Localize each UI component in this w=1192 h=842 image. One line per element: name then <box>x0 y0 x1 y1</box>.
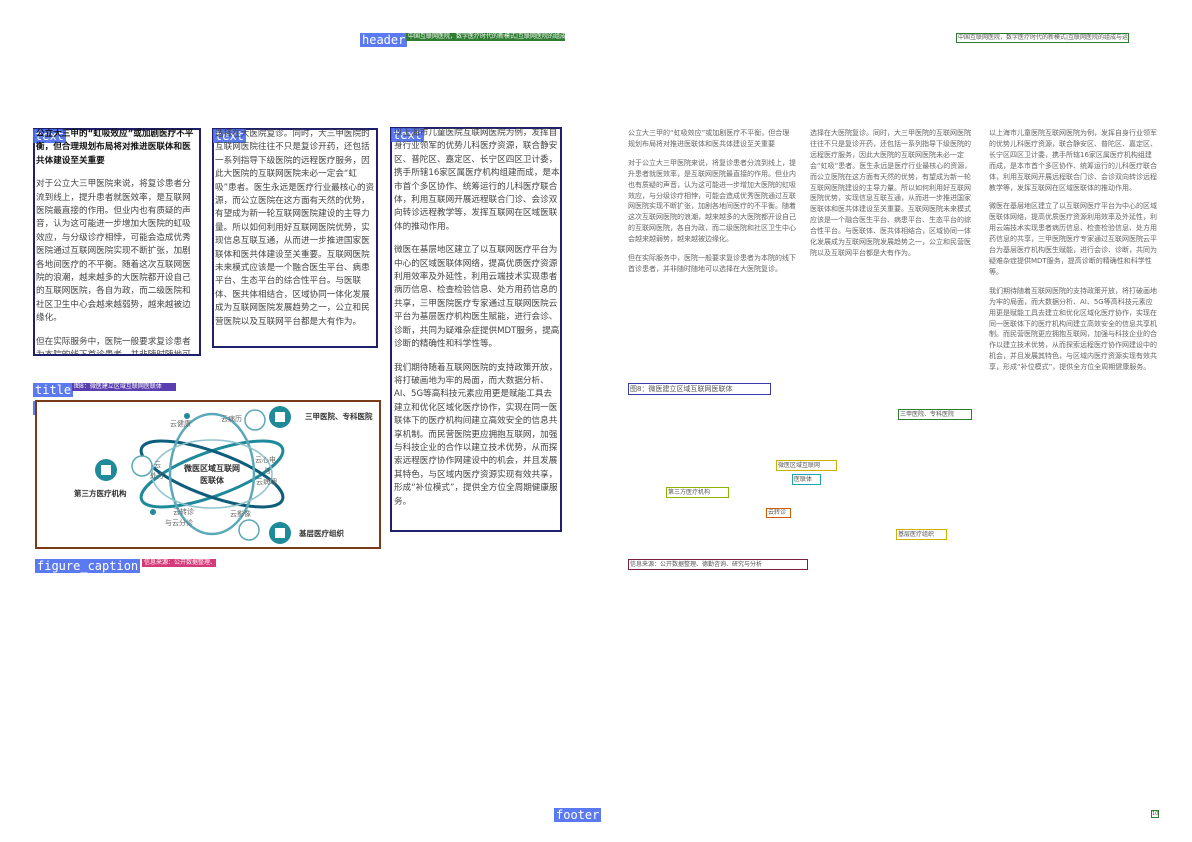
node-label-yunzhuanzhen-2: 与云分诊 <box>165 518 193 527</box>
left-column-text: 公立大三甲的“虹吸效应”或加剧医疗不平衡，但合理规划布局将对推进医联体和医共体建… <box>36 128 198 354</box>
ocr-right-column: 以上海市儿童医院互联网医院为例，发挥自身行业领军的优势儿科医疗资源，联合静安区、… <box>989 128 1157 538</box>
ocr-fig-center-1: 微医区域互联网 <box>776 460 837 471</box>
text-tag-middle: text <box>213 129 246 143</box>
left-column-box <box>33 128 201 356</box>
ocr-fig-center-2: 医联体 <box>792 474 821 485</box>
right-column-text: 以上海市儿童医院互联网医院为例，发挥自身行业领军的优势儿科医疗资源，联合静安区、… <box>394 127 560 530</box>
figure-title-text: 图8：微医建立区域互联网医联体 <box>72 383 176 391</box>
header-tag: header <box>360 33 408 47</box>
middle-paragraph-1: 选择在大医院复诊。同时，大三甲医院的互联网医院往往不只是复诊开药，还包括一系列指… <box>215 129 375 327</box>
text-tag-left: text <box>33 129 66 143</box>
node-label-yunjiankang: 云健康 <box>170 419 191 428</box>
figure-caption-tag: figure_caption <box>35 559 141 573</box>
ocr-left-column: 公立大三甲的“虹吸效应”或加剧医疗不平衡，但合理规划布局将对推进医联体和医共体建… <box>628 128 796 356</box>
node-label-yunbingli: 云病历 <box>221 414 242 423</box>
page-number: 10 <box>1151 810 1159 818</box>
left-paragraph-1: 对于公立大三甲医院来说，将复诊患者分流到线上，提升患者就医效率，是互联网医院最直… <box>36 179 191 324</box>
ocr-fig-top-right-org: 三甲医院、专科医院 <box>898 409 972 420</box>
node-label-yunzhuanzhen-1: 云转诊 <box>173 507 194 516</box>
orbit-ring-3 <box>168 412 256 536</box>
ocr-figure-source: 信息来源：公开数据整理、德勤咨询、研究与分析 <box>628 559 808 570</box>
ocr-fig-bottom-right-org: 基层医疗组织 <box>896 529 947 540</box>
ocr-fig-left-org: 第三方医疗机构 <box>666 487 729 498</box>
figure-caption-text: 信息来源：公开数据整理、德勤咨询、研究与分析 <box>142 559 216 567</box>
ocr-figure-title: 图8：微医建立区域互联网医联体 <box>628 383 771 395</box>
third-party-icon-glyph <box>101 465 111 475</box>
orbit-ring-4 <box>151 439 273 509</box>
node-circle-left <box>131 455 153 477</box>
right-paragraph-2: 微医在基层地区建立了以互联网医疗平台为中心的区域医联体网络，提高优质医疗资源利用… <box>394 245 560 350</box>
left-paragraph-2: 但在实际服务中，医院一般要求复诊患者为本院的线下首诊患者，并非随时随地可以选择在… <box>36 336 191 354</box>
title-tag: title <box>33 383 74 397</box>
clinic-icon-glyph <box>275 528 285 538</box>
ocr-left-paragraph-2: 但在实际服务中，医院一般要求复诊患者为本院的线下首诊患者，并非随时随地可以选择在… <box>628 254 796 273</box>
ocr-middle-column: 选择在大医院复诊。同时，大三甲医院的互联网医院往往不只是复诊开药，还包括一系列指… <box>810 128 976 346</box>
center-label-1: 微医区域互联网 <box>183 463 240 473</box>
node-label-yunhuizhen-1: 云心电 <box>255 455 276 464</box>
node-label-yunhuizhen-3: 云病理 <box>256 477 277 486</box>
hospital-icon-glyph <box>275 412 285 422</box>
middle-column-text: 选择在大医院复诊。同时，大三甲医院的互联网医院往往不只是复诊开药，还包括一系列指… <box>215 128 376 346</box>
node-circle-bottom <box>238 519 260 541</box>
node-label-yunhuizhen-2: 与 <box>264 467 271 475</box>
center-label-2: 医联体 <box>200 475 225 485</box>
ocr-right-paragraph-1: 以上海市儿童医院互联网医院为例，发挥自身行业领军的优势儿科医疗资源，联合静安区、… <box>989 129 1157 192</box>
orbit-ring-1 <box>139 439 285 509</box>
node-label-yunchufang-1: 云 <box>154 461 161 469</box>
left-heading: 公立大三甲的“虹吸效应”或加剧医疗不平衡，但合理规划布局将对推进医联体和医共体建… <box>36 129 194 166</box>
ocr-middle-paragraph-1: 选择在大医院复诊。同时，大三甲医院的互联网医院往往不只是复诊开药，还包括一系列指… <box>810 129 972 257</box>
medical-union-diagram: 微医区域互联网 医联体 三甲医院、专科医院 第三方医疗机构 基层医疗组织 云健康… <box>74 406 373 544</box>
text-tag-right: text <box>391 128 424 142</box>
node-dot-1 <box>184 413 190 419</box>
ocr-header-line: 中国互联网医院，数字医疗时代的新模式|互联网医院的组成与运营 <box>956 33 1129 43</box>
node-label-yunchufang-2: 处方 <box>150 471 164 480</box>
ocr-left-paragraph-1: 对于公立大三甲医院来说，将复诊患者分流到线上，提升患者就医效率，是互联网医院最直… <box>628 158 796 244</box>
figure-box: 微医区域互联网 医联体 三甲医院、专科医院 第三方医疗机构 基层医疗组织 云健康… <box>35 400 381 549</box>
node-label-yunyingxiang: 云影像 <box>230 509 251 518</box>
node-circle-top <box>244 409 266 431</box>
bottom-right-org-label: 基层医疗组织 <box>298 528 344 538</box>
ocr-left-heading: 公立大三甲的“虹吸效应”或加剧医疗不平衡，但合理规划布局将对推进医联体和医共体建… <box>628 129 790 148</box>
ocr-fig-yunzhuanzhen: 云转诊 <box>766 508 791 518</box>
right-paragraph-1: 以上海市儿童医院互联网医院为例，发挥自身行业领军的优势儿科医疗资源，联合静安区、… <box>394 128 560 232</box>
orbit-ring-2 <box>139 439 285 509</box>
node-dot-2 <box>150 509 156 515</box>
ocr-right-paragraph-2: 微医在基层地区建立了以互联网医疗平台为中心的区域医联体网络，提高优质医疗资源利用… <box>989 202 1157 276</box>
middle-column-box <box>212 128 378 348</box>
ocr-right-paragraph-3: 我们期待随着互联网医院的支持政策开放，将打破画地为牢的局面，而大数据分析、AI、… <box>989 286 1157 372</box>
right-column-box <box>390 127 562 532</box>
top-right-org-label: 三甲医院、专科医院 <box>305 411 373 421</box>
right-paragraph-3: 我们期待随着互联网医院的支持政策开放，将打破画地为牢的局面，而大数据分析、AI、… <box>394 362 558 507</box>
footer-tag: footer <box>554 808 602 822</box>
left-org-label: 第三方医疗机构 <box>74 488 127 498</box>
header-text: 中国互联网医院，数字医疗时代的新模式|互联网医院的组成与运营 <box>406 33 565 41</box>
